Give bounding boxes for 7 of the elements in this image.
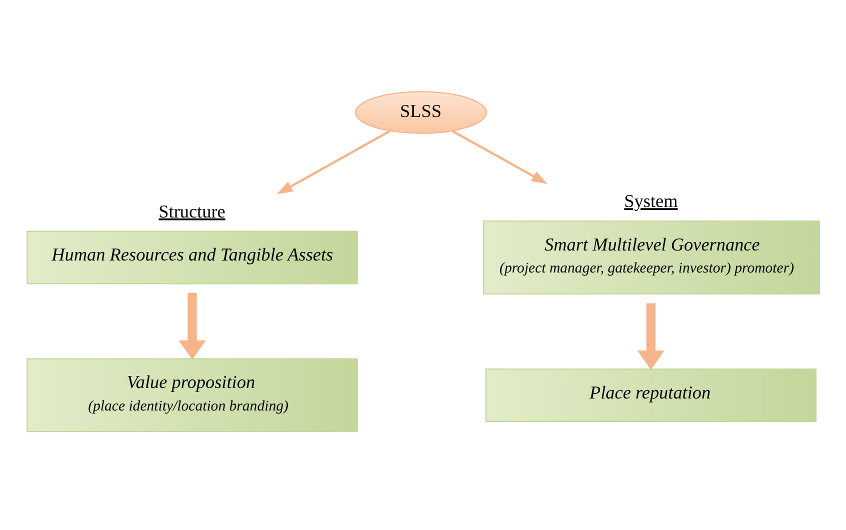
node-ellipse: SLSS <box>355 91 488 134</box>
arrow <box>637 303 664 370</box>
node-label: System <box>624 191 678 212</box>
arrow <box>276 130 390 194</box>
arrow <box>178 293 206 360</box>
node-label: Structure <box>158 201 226 222</box>
arrow <box>452 130 548 184</box>
